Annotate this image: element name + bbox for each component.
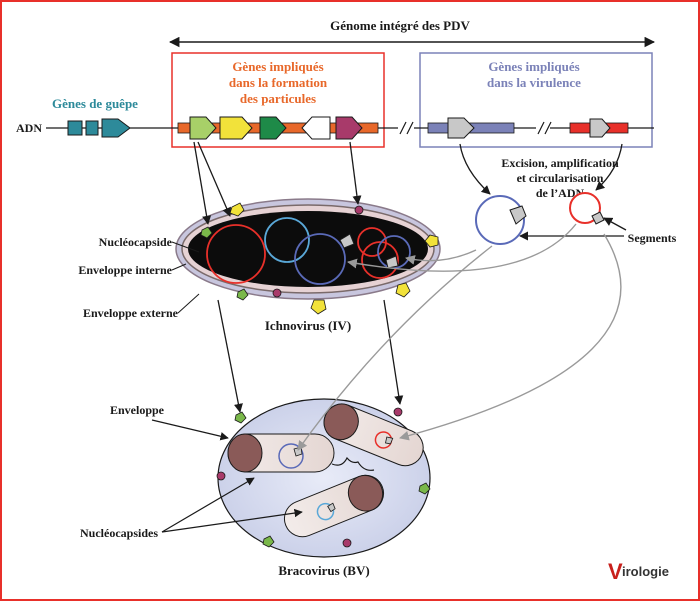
svg-text:irologie: irologie (622, 564, 669, 579)
segments-label: Segments (628, 231, 677, 245)
excised-circle-blue (475, 195, 525, 245)
excision-label-2: et circularisation (517, 171, 604, 185)
bv-capsule-1 (227, 433, 335, 473)
bv-nucleocapsides-label: Nucléocapsides (80, 526, 158, 540)
ichnovirus-particle (175, 198, 441, 300)
iv-env-interne-label: Enveloppe interne (78, 263, 172, 277)
dna-break-2 (537, 121, 552, 135)
excision-label-3: de l’ADN (536, 186, 585, 200)
virulence-genes-label-1: Gènes impliqués (488, 59, 579, 74)
particle-genes-label-3: des particules (240, 91, 316, 106)
gene-white (301, 116, 331, 140)
bv-capsule-2 (323, 403, 424, 467)
virulence-genes-box (419, 52, 653, 148)
genome-title: Génome intégré des PDV (330, 18, 470, 33)
virulence-genes-label-2: dans la virulence (487, 75, 581, 90)
bv-enveloppe-label: Enveloppe (110, 403, 165, 417)
ichnovirus-label: Ichnovirus (IV) (265, 318, 351, 333)
bv-capsule-3 (283, 474, 385, 538)
virologie-logo: V irologie (608, 559, 669, 584)
dna-break-1 (399, 121, 414, 135)
adn-label: ADN (16, 121, 42, 135)
bracovirus-label: Bracovirus (BV) (278, 563, 369, 578)
gene-yellow (219, 116, 253, 140)
gene-dark-green (259, 116, 287, 140)
iv-env-externe-label: Enveloppe externe (83, 306, 179, 320)
gene-magenta (335, 116, 363, 140)
gene-green-light (189, 116, 217, 140)
excision-label-1: Excision, amplification (501, 156, 619, 170)
svg-text:V: V (608, 559, 623, 584)
particle-genes-label-1: Gènes impliqués (232, 59, 323, 74)
particle-genes-box (171, 52, 385, 148)
iv-nucleocapside-label: Nucléocapside (99, 235, 173, 249)
wasp-genes-label: Gènes de guêpe (52, 96, 138, 111)
particle-genes-label-2: dans la formation (229, 75, 328, 90)
wasp-gene-cluster (67, 118, 131, 138)
